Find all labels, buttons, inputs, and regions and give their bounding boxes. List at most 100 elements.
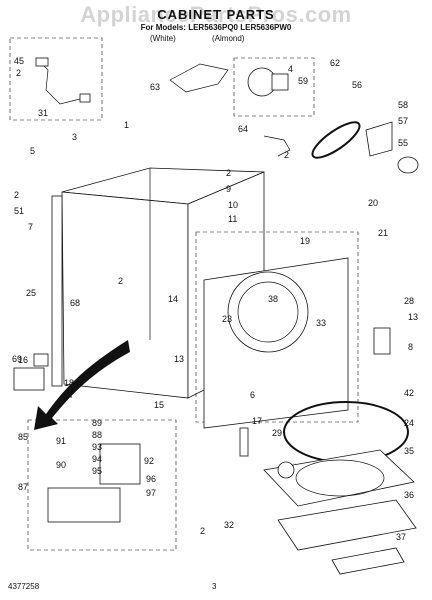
callout-45: 45 (14, 56, 24, 66)
motor-mount-bracket (169, 63, 229, 93)
callout-85: 85 (18, 432, 28, 442)
callout-3: 3 (72, 132, 77, 142)
page-number: 3 (212, 582, 217, 591)
callout-97: 97 (146, 488, 156, 498)
document-part-number: 4377258 (8, 582, 40, 591)
callout-37: 37 (396, 532, 406, 542)
callout-20: 20 (368, 198, 378, 208)
lint-screen-37 (331, 547, 405, 575)
motor-bracket (271, 73, 289, 91)
callout-2: 2 (284, 150, 289, 160)
model-subtitle: For Models: LER5636PQ0 LER5636PW0 (140, 23, 292, 32)
callout-69: 69 (12, 354, 22, 364)
callout-96: 96 (146, 474, 156, 484)
callout-8: 8 (408, 342, 413, 352)
callout-89: 89 (92, 418, 102, 428)
felt-pad-29 (277, 461, 295, 479)
top-panel-36 (277, 499, 417, 551)
console-panel (47, 487, 121, 523)
callout-33: 33 (316, 318, 326, 328)
harness-connector (35, 57, 49, 67)
callout-4: 4 (288, 64, 293, 74)
callout-28: 28 (404, 296, 414, 306)
callout-1: 1 (124, 120, 129, 130)
harness-inset-box (9, 37, 103, 121)
idler-pulley (397, 156, 419, 174)
hinge-28 (373, 327, 391, 355)
color-label-white: (White) (150, 34, 176, 43)
callout-25: 25 (26, 288, 36, 298)
callout-2: 2 (226, 168, 231, 178)
idler-bracket (365, 121, 393, 157)
callout-18: 18 (64, 378, 74, 388)
callout-90: 90 (56, 460, 66, 470)
callout-64: 64 (238, 124, 248, 134)
callout-13: 13 (408, 312, 418, 322)
motor-inset-box (233, 57, 315, 117)
drum-belt (311, 121, 361, 159)
timer-assembly (99, 443, 141, 485)
callout-24: 24 (404, 418, 414, 428)
callout-93: 93 (92, 442, 102, 452)
drum-bulkhead (263, 449, 415, 507)
motor-wire (263, 135, 291, 157)
wire-harness (39, 61, 85, 105)
leveling-leg-16 (33, 353, 49, 367)
callout-62: 62 (330, 58, 340, 68)
callout-58: 58 (398, 100, 408, 110)
bulkhead-ring (295, 459, 385, 497)
callout-29: 29 (272, 428, 282, 438)
callout-6: 6 (250, 390, 255, 400)
callout-68: 68 (70, 298, 80, 308)
callout-23: 23 (222, 314, 232, 324)
callout-14: 14 (168, 294, 178, 304)
callout-10: 10 (228, 200, 238, 210)
watermark: AppliancePartsPros.com (80, 2, 352, 27)
callout-67: 67 (64, 390, 74, 400)
callout-38: 38 (268, 294, 278, 304)
callout-59: 59 (298, 76, 308, 86)
callout-42: 42 (404, 388, 414, 398)
door-seal (237, 281, 299, 343)
harness-terminal (79, 93, 91, 103)
drum-seal-42 (283, 401, 409, 463)
callout-15: 15 (154, 400, 164, 410)
callout-13: 13 (174, 354, 184, 364)
callout-36: 36 (404, 490, 414, 500)
callout-7: 7 (28, 222, 33, 232)
callout-2: 2 (14, 190, 19, 200)
callout-92: 92 (144, 456, 154, 466)
callout-94: 94 (92, 454, 102, 464)
cover-plate-69 (13, 367, 45, 391)
callout-2: 2 (200, 526, 205, 536)
callout-88: 88 (92, 430, 102, 440)
callout-16: 16 (18, 355, 28, 365)
callout-9: 9 (226, 184, 231, 194)
location-arrow (34, 340, 130, 430)
callout-57: 57 (398, 116, 408, 126)
callout-19: 19 (300, 236, 310, 246)
front-panel-outline (195, 231, 359, 423)
color-label-almond: (Almond) (212, 34, 245, 43)
callout-56: 56 (352, 80, 362, 90)
callout-5: 5 (30, 146, 35, 156)
callout-32: 32 (224, 520, 234, 530)
callout-2: 2 (16, 68, 21, 78)
callout-11: 11 (228, 214, 237, 224)
callout-95: 95 (92, 466, 102, 476)
door-opening (227, 271, 309, 353)
callout-17: 17 (252, 416, 262, 426)
callout-21: 21 (378, 228, 388, 238)
page-title: CABINET PARTS (157, 7, 275, 22)
callout-87: 87 (18, 482, 28, 492)
cabinet-left-rail (51, 195, 63, 387)
callout-63: 63 (150, 82, 160, 92)
callout-51: 51 (14, 206, 24, 216)
callout-31: 31 (38, 108, 48, 118)
callout-35: 35 (404, 446, 414, 456)
door-switch-17 (239, 427, 249, 457)
callout-91: 91 (56, 436, 66, 446)
